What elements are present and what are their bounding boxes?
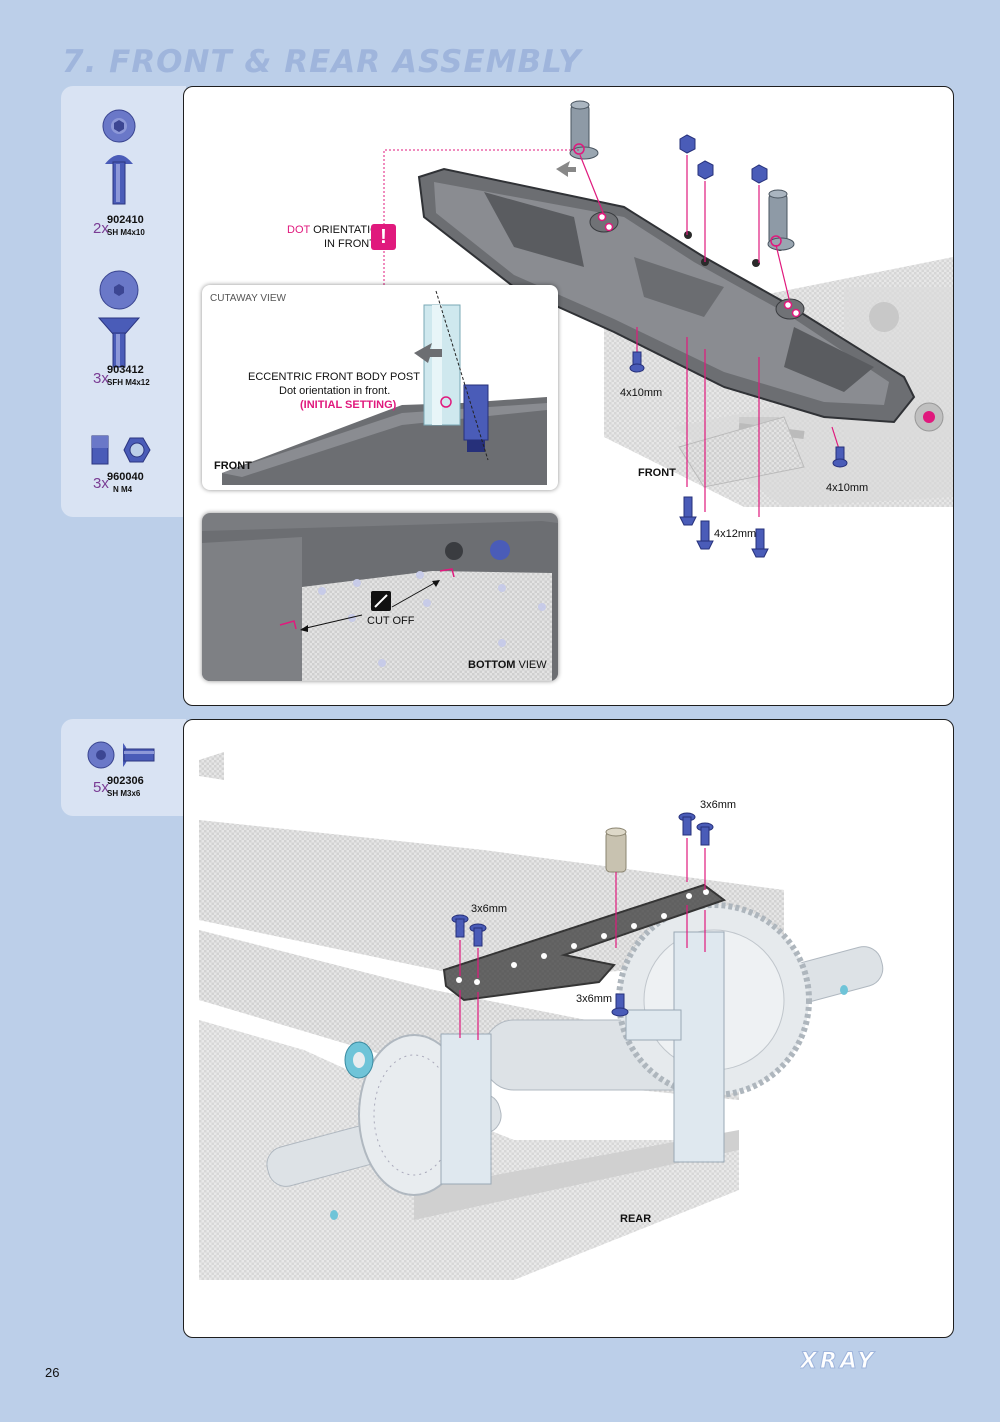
step1-panel: DOT ORIENTATION IN FRONT ! CUTAWAY VIEW … — [183, 86, 954, 706]
part-code: 960040 — [107, 471, 144, 483]
bottom-view-label: BOTTOM VIEW — [468, 659, 547, 671]
orientation-word: ORIENTATION — [310, 224, 387, 236]
cutaway-view-label: CUTAWAY VIEW — [210, 293, 286, 304]
in-front-label: IN FRONT — [324, 238, 376, 250]
warning-icon: ! — [371, 224, 396, 250]
page-number: 26 — [45, 1365, 60, 1380]
screw-4x12-label: 4x12mm — [714, 528, 757, 540]
parts-panel-step2: 5x 902306 SH M3x6 — [61, 719, 186, 816]
cutaway-illustration — [222, 290, 547, 485]
screw-4x10-left-label: 4x10mm — [620, 387, 663, 399]
part-qty: 3x — [93, 475, 109, 492]
part-960040: 3x 960040 N M4 — [61, 431, 186, 501]
part-903412: 3x 903412 SFH M4x12 — [61, 270, 186, 400]
eccentric-post-label: ECCENTRIC FRONT BODY POST — [248, 371, 420, 383]
part-qty: 5x — [93, 779, 109, 796]
flat-head-screw-icon — [97, 270, 141, 368]
brand-text: XRAY — [800, 1349, 876, 1372]
dot-word: DOT — [287, 224, 311, 236]
button-head-screw-icon — [102, 109, 136, 205]
screw-3x6-left-label: 3x6mm — [471, 903, 508, 915]
screw-4x10-right-label: 4x10mm — [826, 482, 869, 494]
body-post-right — [767, 189, 795, 251]
cut-off-label: CUT OFF — [367, 615, 415, 627]
dot-front-label: Dot orientation in front. — [279, 385, 391, 397]
page-title: 7. FRONT & REAR ASSEMBLY — [62, 44, 582, 80]
view-word: VIEW — [515, 659, 547, 671]
screw-3x6-top-label: 3x6mm — [700, 799, 737, 811]
step2-panel: 3x6mm 3x6mm 3x6mm REAR — [183, 719, 954, 1338]
part-code: 902410 — [107, 214, 144, 226]
rear-label: REAR — [620, 1213, 652, 1225]
bottom-view-illustration — [202, 513, 558, 681]
bottom-view-inset: CUT OFF BOTTOM VIEW — [202, 513, 558, 681]
dot-orientation-label: DOT ORIENTATION — [287, 224, 387, 236]
part-code: 902306 — [107, 775, 144, 787]
part-desc: N M4 — [113, 485, 133, 494]
button-head-screw-m3-icon — [87, 741, 155, 769]
initial-setting-label: (INITIAL SETTING) — [300, 399, 397, 411]
xray-logo: XRAY — [800, 1349, 876, 1373]
screw-3x6-mid-label: 3x6mm — [576, 993, 613, 1005]
part-902306: 5x 902306 SH M3x6 — [61, 739, 186, 809]
part-code: 903412 — [107, 364, 144, 376]
cutaway-inset: CUTAWAY VIEW ECCENTRIC FRONT BODY POST D… — [202, 285, 558, 490]
front-inset-label: FRONT — [214, 460, 252, 472]
hex-nut-icon — [91, 435, 151, 465]
front-main-label: FRONT — [638, 467, 676, 479]
part-902410: 2x 902410 SH M4x10 — [61, 106, 186, 237]
part-desc: SFH M4x12 — [107, 378, 150, 387]
rear-illustration — [199, 752, 884, 1280]
part-desc: SH M3x6 — [107, 789, 141, 798]
bottom-word: BOTTOM — [468, 659, 516, 671]
parts-panel-step1: 2x 902410 SH M4x10 3x 903412 SFH M4x12 3… — [61, 86, 186, 517]
part-qty: 2x — [93, 220, 109, 237]
part-qty: 3x — [93, 370, 109, 387]
part-desc: SH M4x10 — [107, 228, 145, 237]
chassis-illustration — [383, 100, 953, 558]
